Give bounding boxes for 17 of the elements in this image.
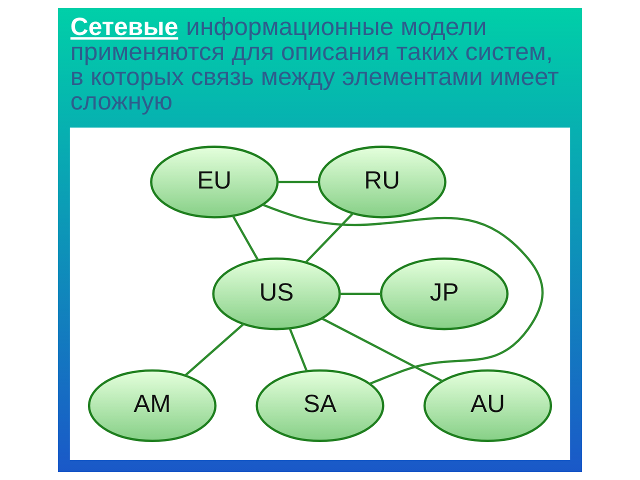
node-ellipse: SA — [256, 369, 384, 442]
node-ellipse: EU — [150, 146, 279, 218]
node-ellipse: JP — [380, 258, 509, 330]
node-ellipse: AU — [423, 369, 552, 442]
connector — [321, 317, 443, 382]
connector — [232, 215, 259, 261]
node-ellipse: US — [212, 258, 341, 330]
connector — [305, 212, 354, 264]
node-ellipse: RU — [318, 146, 446, 218]
connector — [262, 204, 544, 385]
connector — [184, 323, 244, 376]
cluster — [70, 128, 570, 460]
diagram-title: Сетевые информационные модели применяются для описания таких систем, в которых связь между элементами имеет сложную — [70, 14, 559, 116]
connector — [278, 180, 319, 184]
connector — [340, 292, 381, 295]
node-ellipse: AM — [88, 369, 217, 442]
connector — [288, 328, 308, 372]
